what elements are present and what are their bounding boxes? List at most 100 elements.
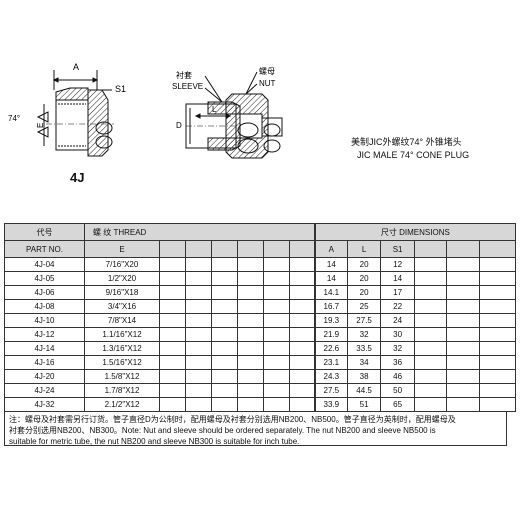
thread-cell: 1.5/8"X12 [84, 369, 160, 384]
empty-cell [288, 369, 316, 384]
empty-cell [446, 299, 481, 314]
empty-cell [479, 257, 517, 272]
header-col-S1: S1 [380, 240, 416, 258]
header-thread: 螺 纹 THREAD [83, 223, 316, 241]
empty-cell [211, 341, 238, 356]
note-line-1: 注：螺母及衬套需另行订货。管子直径D为公制时，配用螺母及衬套分别选用NB200、… [9, 415, 456, 424]
dim-S1-cell: 46 [380, 369, 416, 384]
empty-cell [237, 327, 264, 342]
dim-L-label: L [212, 105, 217, 114]
empty-cell [211, 299, 238, 314]
empty-cell [446, 285, 481, 300]
empty-cell [237, 299, 264, 314]
empty-cell [185, 257, 212, 272]
dim-A-cell: 16.7 [313, 299, 349, 314]
empty-cell [159, 369, 186, 384]
note-line-2: 衬套分别选用NB200、NB300。Note: Nut and sleeve s… [9, 426, 436, 435]
part-no-cell: 4J-10 [4, 313, 85, 328]
empty-cell [446, 397, 481, 412]
dim-S1-cell: 17 [380, 285, 416, 300]
empty-cell [185, 383, 212, 398]
empty-cell [288, 327, 316, 342]
empty-cell [414, 383, 448, 398]
empty-cell [263, 341, 290, 356]
empty-cell [446, 369, 481, 384]
header-part-en: PART NO. [4, 240, 85, 258]
empty-cell [237, 397, 264, 412]
header-dimensions: 尺寸 DIMENSIONS [313, 223, 517, 241]
product-title-en: JIC MALE 74° CONE PLUG [357, 150, 470, 160]
empty-cell [159, 383, 186, 398]
dim-S1-label: S1 [115, 84, 126, 94]
empty-cell [414, 341, 448, 356]
empty-cell [263, 397, 290, 412]
empty-cell [159, 257, 186, 272]
dim-L-cell: 51 [347, 397, 382, 412]
dim-L-cell: 20 [347, 285, 382, 300]
header-col-L: L [347, 240, 382, 258]
dim-S1-cell: 50 [380, 383, 416, 398]
empty-cell [288, 257, 316, 272]
empty-cell [479, 383, 517, 398]
empty-cell [479, 285, 517, 300]
thread-cell: 9/16"X18 [84, 285, 160, 300]
thread-cell: 1.1/16"X12 [84, 327, 160, 342]
empty-cell [414, 257, 448, 272]
empty-cell [185, 271, 212, 286]
empty-cell [237, 271, 264, 286]
part-no-cell: 4J-14 [4, 341, 85, 356]
nut-label-en: NUT [259, 79, 276, 88]
empty-cell [211, 327, 238, 342]
empty-cell [479, 341, 517, 356]
empty-cell [479, 299, 517, 314]
part-no-cell: 4J-20 [4, 369, 85, 384]
spec-table: 代号 螺 纹 THREAD 尺寸 DIMENSIONS PART NO. E A… [4, 223, 517, 412]
thread-cell: 3/4"X16 [84, 299, 160, 314]
empty-cell [263, 355, 290, 370]
empty-cell [237, 383, 264, 398]
thread-cell: 7/8"X14 [84, 313, 160, 328]
nut-label-cn: 螺母 [259, 66, 275, 76]
empty-cell [479, 327, 517, 342]
dim-A-cell: 27.5 [313, 383, 349, 398]
part-no-cell: 4J-12 [4, 327, 85, 342]
empty-cell [288, 313, 316, 328]
dim-S1-cell: 22 [380, 299, 416, 314]
empty-cell [185, 313, 212, 328]
dim-A-cell: 14.1 [313, 285, 349, 300]
empty-cell [479, 271, 517, 286]
empty-cell [479, 397, 517, 412]
empty-cell [211, 313, 238, 328]
dim-A-cell: 14 [313, 257, 349, 272]
dim-S1-cell: 65 [380, 397, 416, 412]
empty-cell [446, 383, 481, 398]
empty-cell [414, 313, 448, 328]
empty-cell [288, 383, 316, 398]
dim-S1-cell: 36 [380, 355, 416, 370]
empty-cell [237, 341, 264, 356]
part-no-cell: 4J-08 [4, 299, 85, 314]
empty-cell [159, 397, 186, 412]
empty-cell [263, 271, 290, 286]
dim-L-cell: 20 [347, 257, 382, 272]
dim-S1-cell: 30 [380, 327, 416, 342]
header-part-cn: 代号 [4, 223, 85, 241]
dim-E-label: E [36, 123, 45, 128]
empty-cell [414, 369, 448, 384]
part-no-cell: 4J-24 [4, 383, 85, 398]
empty-cell [263, 257, 290, 272]
empty-cell [288, 341, 316, 356]
empty-cell [237, 285, 264, 300]
empty-cell [185, 397, 212, 412]
empty-cell [159, 341, 186, 356]
empty-cell [237, 257, 264, 272]
empty-cell [263, 299, 290, 314]
empty-cell [211, 355, 238, 370]
thread-cell: 1.7/8"X12 [84, 383, 160, 398]
empty-cell [211, 397, 238, 412]
empty-cell [446, 313, 481, 328]
empty-cell [414, 285, 448, 300]
plug-drawing [36, 70, 114, 157]
